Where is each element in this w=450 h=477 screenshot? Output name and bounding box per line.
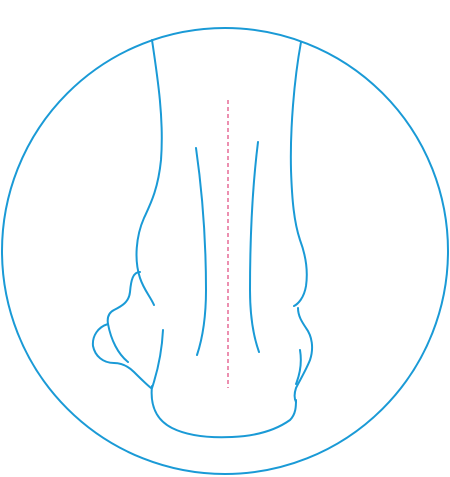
left-heel-inner-line xyxy=(151,329,164,389)
right-malleolus xyxy=(293,307,314,403)
heel-base xyxy=(150,385,297,439)
achilles-right-line xyxy=(249,141,260,353)
leg-right-contour xyxy=(289,41,308,307)
left-malleolus xyxy=(91,271,152,389)
right-heel-inner-line xyxy=(295,349,302,385)
left-ankle-fold xyxy=(107,323,129,363)
frame-circle xyxy=(1,27,449,475)
leg-left-contour xyxy=(135,39,163,306)
achilles-left-line xyxy=(195,147,207,356)
